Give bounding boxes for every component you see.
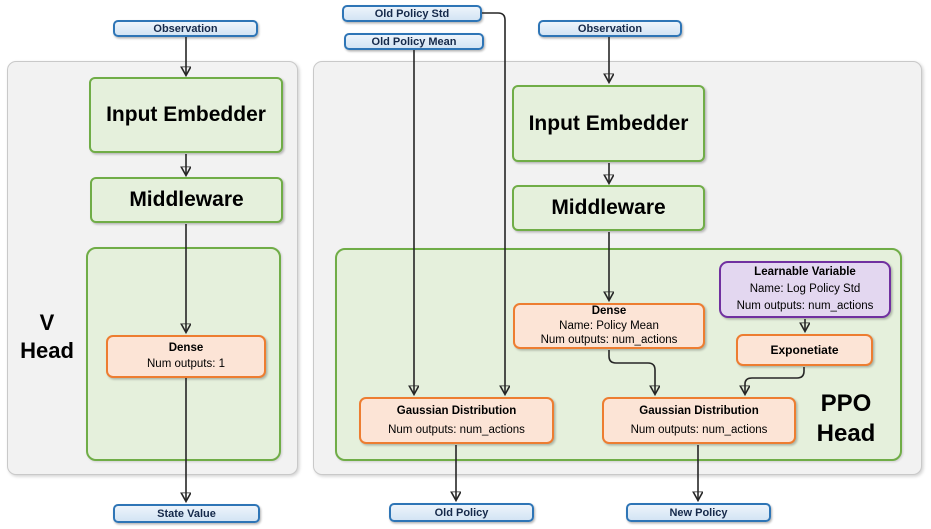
node-dense-policy-detail-2: Num outputs: num_actions <box>540 334 678 347</box>
node-observation-right: Observation <box>538 20 682 37</box>
node-observation-left-label: Observation <box>153 22 218 35</box>
node-middleware-left: Middleware <box>90 177 283 223</box>
node-state-value-label: State Value <box>157 507 216 520</box>
node-dense-policy-title: Dense <box>591 304 627 317</box>
node-dense-v-title: Dense <box>168 341 204 354</box>
node-dense-v: Dense Num outputs: 1 <box>106 335 266 378</box>
node-old-policy-std: Old Policy Std <box>342 5 482 22</box>
node-gaussian-new-title: Gaussian Distribution <box>639 405 759 418</box>
node-new-policy-output-label: New Policy <box>669 506 728 519</box>
node-old-policy-std-label: Old Policy Std <box>374 7 450 20</box>
node-exponetiate-label: Exponetiate <box>770 342 839 357</box>
node-new-policy-output: New Policy <box>626 503 771 522</box>
node-input-embedder-right: Input Embedder <box>512 85 705 162</box>
node-old-policy-mean: Old Policy Mean <box>344 33 484 50</box>
node-input-embedder-right-label: Input Embedder <box>528 111 689 135</box>
node-dense-v-detail: Num outputs: 1 <box>147 357 225 370</box>
node-learnable-variable-title: Learnable Variable <box>754 265 856 278</box>
node-observation-left: Observation <box>113 20 258 37</box>
v-head-label-line1: V <box>39 310 55 335</box>
v-head-label: V Head <box>12 309 82 364</box>
node-middleware-right-label: Middleware <box>551 196 666 219</box>
node-dense-policy-detail-1: Name: Policy Mean <box>559 319 659 332</box>
node-observation-right-label: Observation <box>577 22 643 35</box>
node-input-embedder-left: Input Embedder <box>89 77 283 153</box>
node-exponetiate: Exponetiate <box>736 334 873 366</box>
node-gaussian-old: Gaussian Distribution Num outputs: num_a… <box>359 397 554 444</box>
node-middleware-right: Middleware <box>512 185 705 231</box>
node-input-embedder-left-label: Input Embedder <box>106 103 266 126</box>
node-learnable-variable-detail-1: Name: Log Policy Std <box>749 282 861 295</box>
node-gaussian-new-detail: Num outputs: num_actions <box>630 423 768 436</box>
node-gaussian-old-title: Gaussian Distribution <box>396 405 517 418</box>
node-dense-policy: Dense Name: Policy Mean Num outputs: num… <box>513 303 705 349</box>
node-learnable-variable-detail-2: Num outputs: num_actions <box>736 300 874 313</box>
ppo-head-label: PPO Head <box>806 389 886 449</box>
v-head-label-line2: Head <box>20 337 74 363</box>
ppo-head-label-line1: PPO <box>820 390 872 417</box>
node-old-policy-output: Old Policy <box>389 503 534 522</box>
node-gaussian-old-detail: Num outputs: num_actions <box>388 423 525 436</box>
node-gaussian-new: Gaussian Distribution Num outputs: num_a… <box>602 397 796 444</box>
node-state-value: State Value <box>113 504 260 523</box>
node-old-policy-output-label: Old Policy <box>434 506 489 519</box>
node-learnable-variable: Learnable Variable Name: Log Policy Std … <box>719 261 891 318</box>
ppo-head-label-line2: Head <box>816 420 876 447</box>
node-middleware-left-label: Middleware <box>129 188 244 211</box>
node-old-policy-mean-label: Old Policy Mean <box>371 35 457 48</box>
